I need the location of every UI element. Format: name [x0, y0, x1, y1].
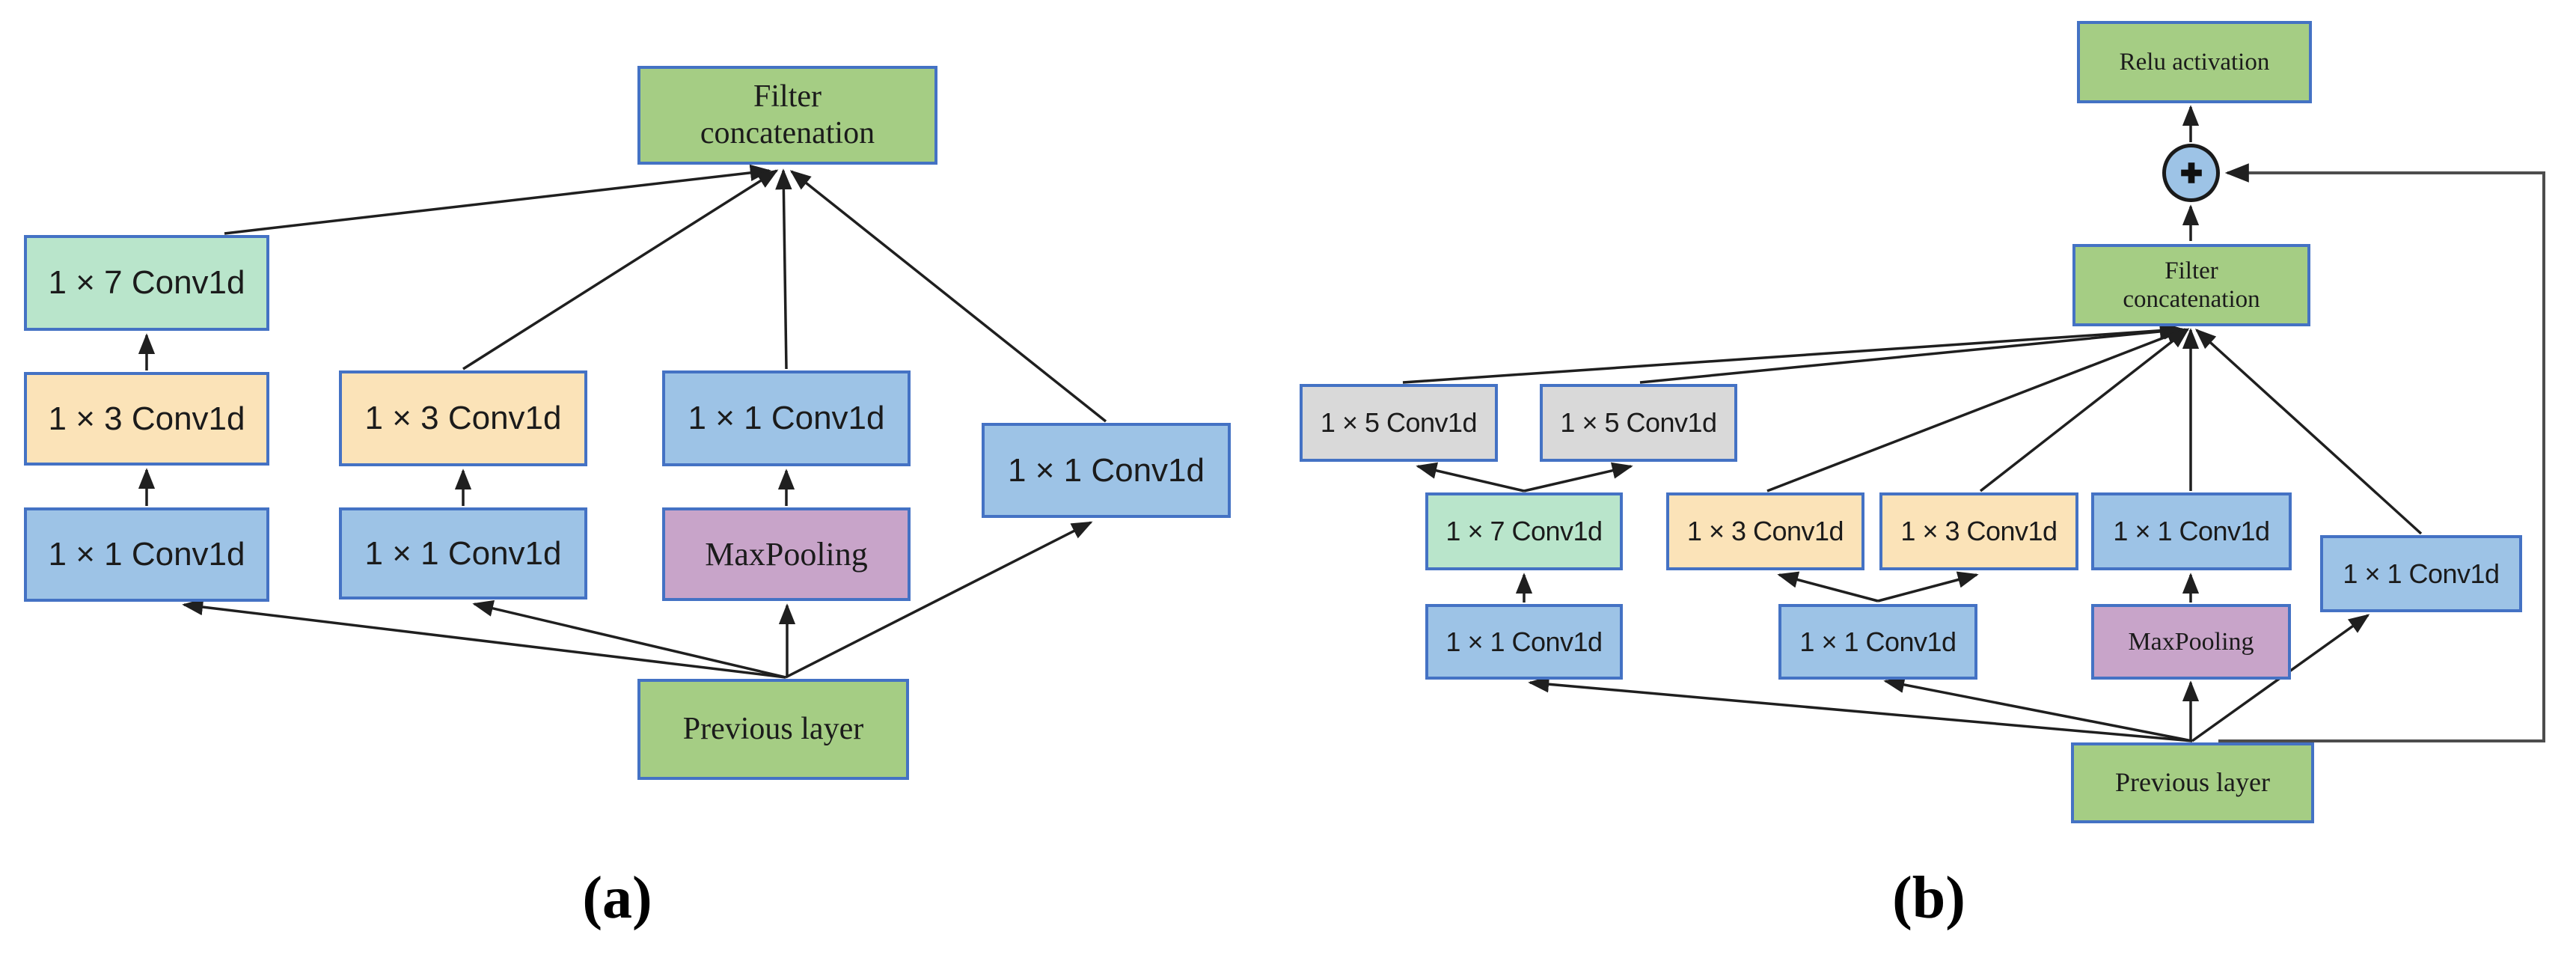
edge-b-prev-to-conv1x1-b1: [1528, 676, 2193, 742]
node-label: Previous layer: [682, 712, 864, 747]
b-conv-1x1-branch23: 1 × 1 Conv1d: [1778, 604, 1977, 680]
node-label: Filter concatenation: [2123, 257, 2260, 313]
arrows-panel-a: [138, 164, 1107, 679]
a-conv-1x3-branch1: 1 × 3 Conv1d: [24, 372, 269, 466]
b-conv-1x1-branch1: 1 × 1 Conv1d: [1425, 604, 1623, 680]
panel-b-caption: (b): [1892, 865, 1965, 931]
node-label: 1 × 5 Conv1d: [1320, 407, 1478, 439]
b-conv-1x1-branch5: 1 × 1 Conv1d: [2320, 535, 2522, 612]
b-conv-1x5-right: 1 × 5 Conv1d: [1540, 384, 1737, 462]
edge-b-conv1x7-to-conv1x5-left: [1416, 462, 1525, 492]
edge-a-conv1x1-b3-to-concat: [775, 168, 792, 370]
a-conv-1x1-branch4: 1 × 1 Conv1d: [982, 423, 1231, 518]
edge-b-conv1x5-right-to-concat: [1639, 323, 2185, 384]
a-conv-1x3-branch2: 1 × 3 Conv1d: [339, 370, 587, 466]
edge-a-prev-to-conv1x1-b2: [472, 600, 786, 679]
node-label: Previous layer: [2115, 767, 2270, 798]
edge-b-conv1x1-b23-to-conv1x3-right: [1877, 571, 1979, 602]
node-label: MaxPooling: [705, 535, 868, 573]
b-relu-activation: Relu activation: [2077, 21, 2312, 103]
node-label: 1 × 3 Conv1d: [1900, 516, 2058, 547]
a-conv-1x1-branch3: 1 × 1 Conv1d: [662, 370, 911, 466]
node-label: MaxPooling: [2128, 627, 2254, 656]
a-maxpooling: MaxPooling: [662, 507, 911, 601]
edge-b-prev-to-conv1x1-b23: [1883, 676, 2193, 742]
b-previous-layer: Previous layer: [2071, 742, 2314, 823]
a-filter-concatenation: Filter concatenation: [637, 66, 937, 165]
edge-b-conv1x3-right-to-concat: [1979, 328, 2190, 492]
b-conv-1x3-left: 1 × 3 Conv1d: [1666, 492, 1864, 570]
node-label: 1 × 1 Conv1d: [1445, 626, 1603, 657]
node-label: 1 × 1 Conv1d: [364, 534, 562, 572]
node-label: 1 × 1 Conv1d: [1008, 451, 1205, 489]
b-maxpooling: MaxPooling: [2091, 604, 2291, 680]
edge-a-prev-to-conv1x1-b1: [182, 598, 786, 679]
a-conv-1x7: 1 × 7 Conv1d: [24, 235, 269, 331]
node-label: 1 × 1 Conv1d: [1799, 626, 1957, 657]
a-conv-1x1-branch2: 1 × 1 Conv1d: [339, 507, 587, 600]
node-label: 1 × 1 Conv1d: [48, 536, 245, 573]
node-label: 1 × 1 Conv1d: [688, 400, 885, 437]
b-conv-1x3-right: 1 × 3 Conv1d: [1879, 492, 2078, 570]
node-label: 1 × 3 Conv1d: [1686, 516, 1844, 547]
edge-b-conv1x7-to-conv1x5-right: [1523, 462, 1633, 492]
edge-a-conv1x7-to-concat: [224, 164, 771, 235]
a-previous-layer: Previous layer: [637, 679, 909, 780]
node-label: 1 × 7 Conv1d: [1445, 516, 1603, 547]
node-label: 1 × 5 Conv1d: [1560, 407, 1717, 439]
b-conv-1x5-left: 1 × 5 Conv1d: [1300, 384, 1498, 462]
node-label: 1 × 1 Conv1d: [2113, 516, 2270, 547]
b-conv-1x7: 1 × 7 Conv1d: [1425, 492, 1623, 570]
plus-icon: [2180, 162, 2202, 183]
node-label: Filter concatenation: [700, 79, 875, 150]
node-label: Relu activation: [2119, 48, 2270, 76]
node-label: 1 × 3 Conv1d: [48, 400, 245, 437]
panel-a-caption: (a): [582, 865, 652, 931]
edge-b-conv1x1-b23-to-conv1x3-left: [1777, 571, 1879, 602]
b-filter-concatenation: Filter concatenation: [2072, 244, 2310, 326]
node-label: 1 × 1 Conv1d: [2343, 558, 2500, 589]
b-conv-1x1-branch4: 1 × 1 Conv1d: [2091, 492, 2292, 570]
edge-a-conv1x3-b2-to-concat: [462, 169, 779, 370]
a-conv-1x1-branch1: 1 × 1 Conv1d: [24, 507, 269, 602]
node-label: 1 × 7 Conv1d: [48, 264, 245, 302]
edge-b-conv1x3-left-to-concat: [1766, 328, 2188, 492]
b-residual-add-node: [2162, 144, 2220, 202]
edge-b-conv1x5-left-to-concat: [1402, 322, 2181, 384]
node-label: 1 × 3 Conv1d: [364, 400, 562, 437]
